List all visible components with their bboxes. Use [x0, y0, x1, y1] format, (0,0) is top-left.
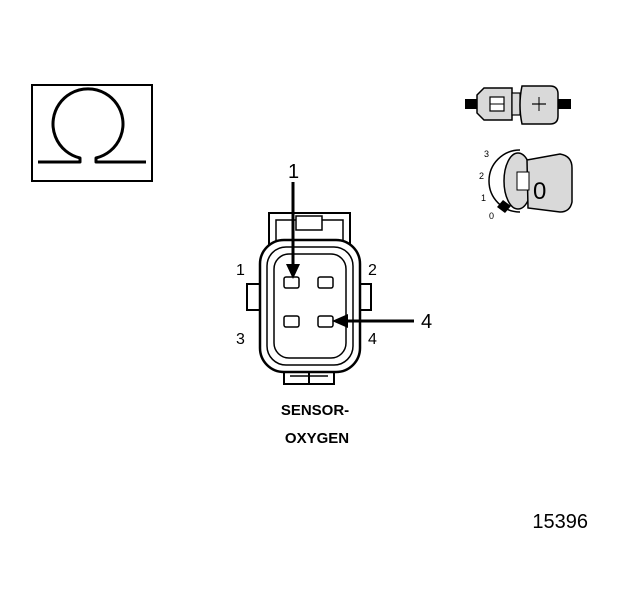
pin-cavity-3 — [283, 315, 300, 328]
callout-arrow-4: 4 — [332, 311, 432, 333]
ignition-key-label: 0 — [533, 178, 546, 205]
connector-disconnect-icon — [465, 85, 571, 125]
connector-caption-line2: OXYGEN — [285, 430, 349, 447]
ignition-key-icon: 3 2 1 0 0 — [479, 149, 573, 221]
ignition-position-label: 3 — [484, 149, 489, 159]
callout-arrow-1: 1 — [286, 161, 300, 279]
pin-label-1: 1 — [236, 262, 245, 279]
pin-label-3: 3 — [236, 331, 245, 348]
pin-cavity-2 — [317, 276, 334, 289]
callout-number-4: 4 — [421, 311, 432, 333]
ohm-symbol-icon — [31, 84, 153, 182]
callout-number-1: 1 — [288, 161, 299, 183]
pin-label-2: 2 — [368, 262, 377, 279]
connector-caption-line1: SENSOR- — [281, 402, 349, 419]
figure-number: 15396 — [532, 511, 588, 533]
ignition-position-label: 1 — [481, 193, 486, 203]
pin-cavity-4 — [317, 315, 334, 328]
pin-label-4: 4 — [368, 331, 377, 348]
oxygen-sensor-connector — [246, 212, 372, 385]
pin-cavity-1 — [283, 276, 300, 289]
ignition-position-label: 0 — [489, 211, 494, 221]
ignition-position-label: 2 — [479, 171, 484, 181]
